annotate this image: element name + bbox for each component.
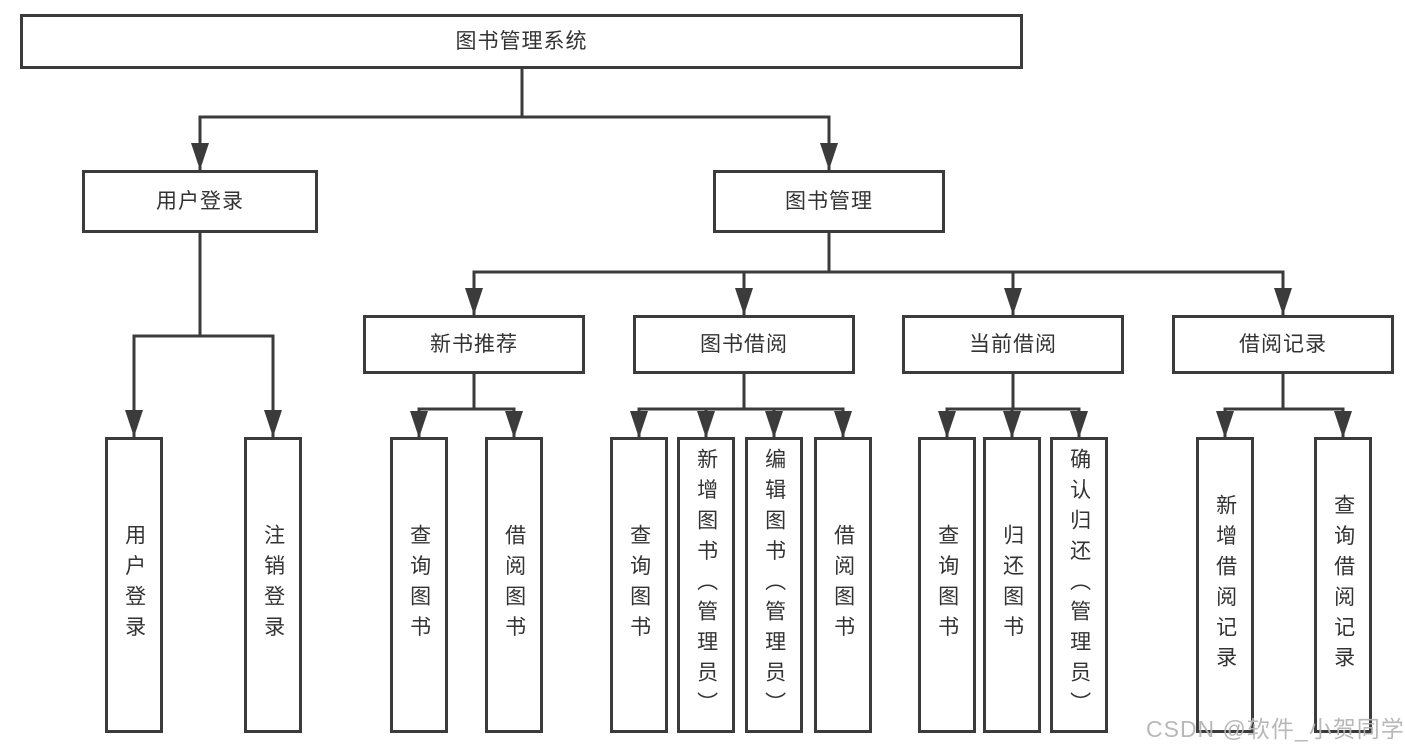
leaf-query-books-borrow: 查询图书	[610, 437, 668, 733]
leaf-edit-book-admin: 编辑图书（管理员）	[745, 437, 803, 733]
node-book-management: 图书管理	[713, 170, 945, 233]
node-book-borrow: 图书借阅	[633, 315, 855, 374]
leaf-query-books-recommend: 查询图书	[390, 437, 448, 733]
node-current-borrow: 当前借阅	[902, 315, 1124, 374]
node-borrow-records: 借阅记录	[1172, 315, 1394, 374]
node-new-book-recommend: 新书推荐	[363, 315, 585, 374]
leaf-user-login: 用户登录	[105, 437, 163, 733]
watermark: CSDN @软件_小贺同学	[1146, 716, 1405, 742]
leaf-add-borrow-record: 新增借阅记录	[1196, 437, 1254, 733]
leaf-confirm-return-admin: 确认归还（管理员）	[1050, 437, 1108, 733]
leaf-borrow-books-recommend: 借阅图书	[485, 437, 543, 733]
leaf-query-books-current: 查询图书	[918, 437, 976, 733]
leaf-logout: 注销登录	[244, 437, 302, 733]
leaf-borrow-books: 借阅图书	[814, 437, 872, 733]
node-user-login: 用户登录	[82, 170, 318, 233]
leaf-return-books: 归还图书	[983, 437, 1041, 733]
node-root-system: 图书管理系统	[20, 14, 1023, 69]
leaf-query-borrow-record: 查询借阅记录	[1314, 437, 1372, 733]
leaf-add-book-admin: 新增图书（管理员）	[677, 437, 735, 733]
